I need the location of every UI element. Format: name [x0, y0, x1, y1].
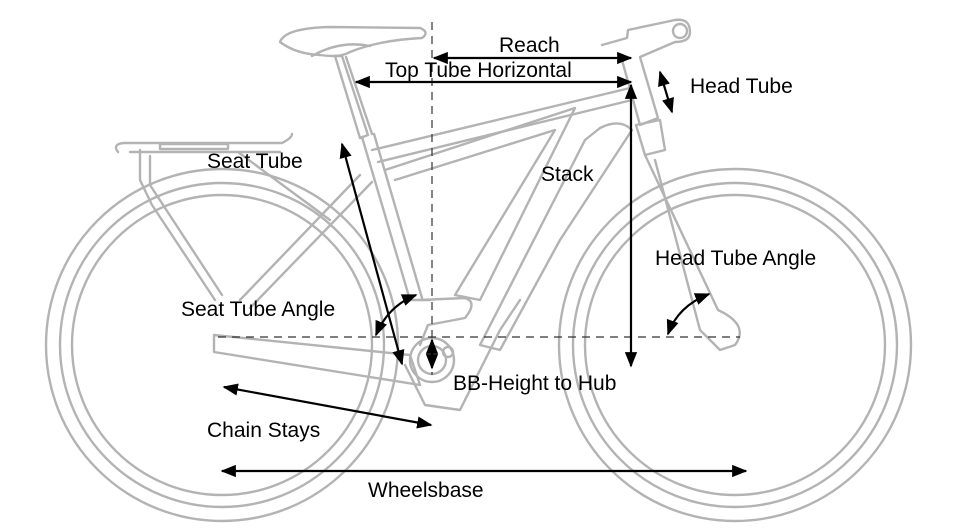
front-wheel: [557, 167, 913, 523]
seat-tube-angle-arrow: [374, 293, 418, 337]
head-tube-arrow: [658, 70, 674, 114]
chain-stay-outline: [212, 333, 422, 387]
seat-tube-angle-label: Seat Tube Angle: [181, 298, 335, 321]
head-tube-outline: [600, 18, 741, 352]
seat-stay-outline: [238, 173, 374, 310]
top-tube-horizontal-label: Top Tube Horizontal: [385, 59, 572, 82]
head-tube-label: Head Tube: [690, 75, 793, 98]
head-tube-angle-arrow: [666, 292, 711, 336]
chain-stays-arrow: [222, 383, 433, 429]
battery-outline: [478, 122, 634, 352]
bb-height-to-hub-label: BB-Height to Hub: [453, 372, 616, 395]
rear-wheel: [44, 167, 400, 523]
stack-label: Stack: [541, 163, 594, 186]
down-tube-outline: [383, 106, 577, 302]
saddle: [278, 25, 427, 58]
top-tube-outline: [370, 86, 634, 164]
wheelbase-label: Wheelsbase: [368, 479, 484, 502]
head-tube-angle-label: Head Tube Angle: [655, 247, 816, 270]
seat-tube-label: Seat Tube: [207, 150, 303, 173]
chain-stays-label: Chain Stays: [207, 419, 320, 442]
reach-label: Reach: [499, 34, 560, 57]
rear-rack: [114, 132, 332, 302]
